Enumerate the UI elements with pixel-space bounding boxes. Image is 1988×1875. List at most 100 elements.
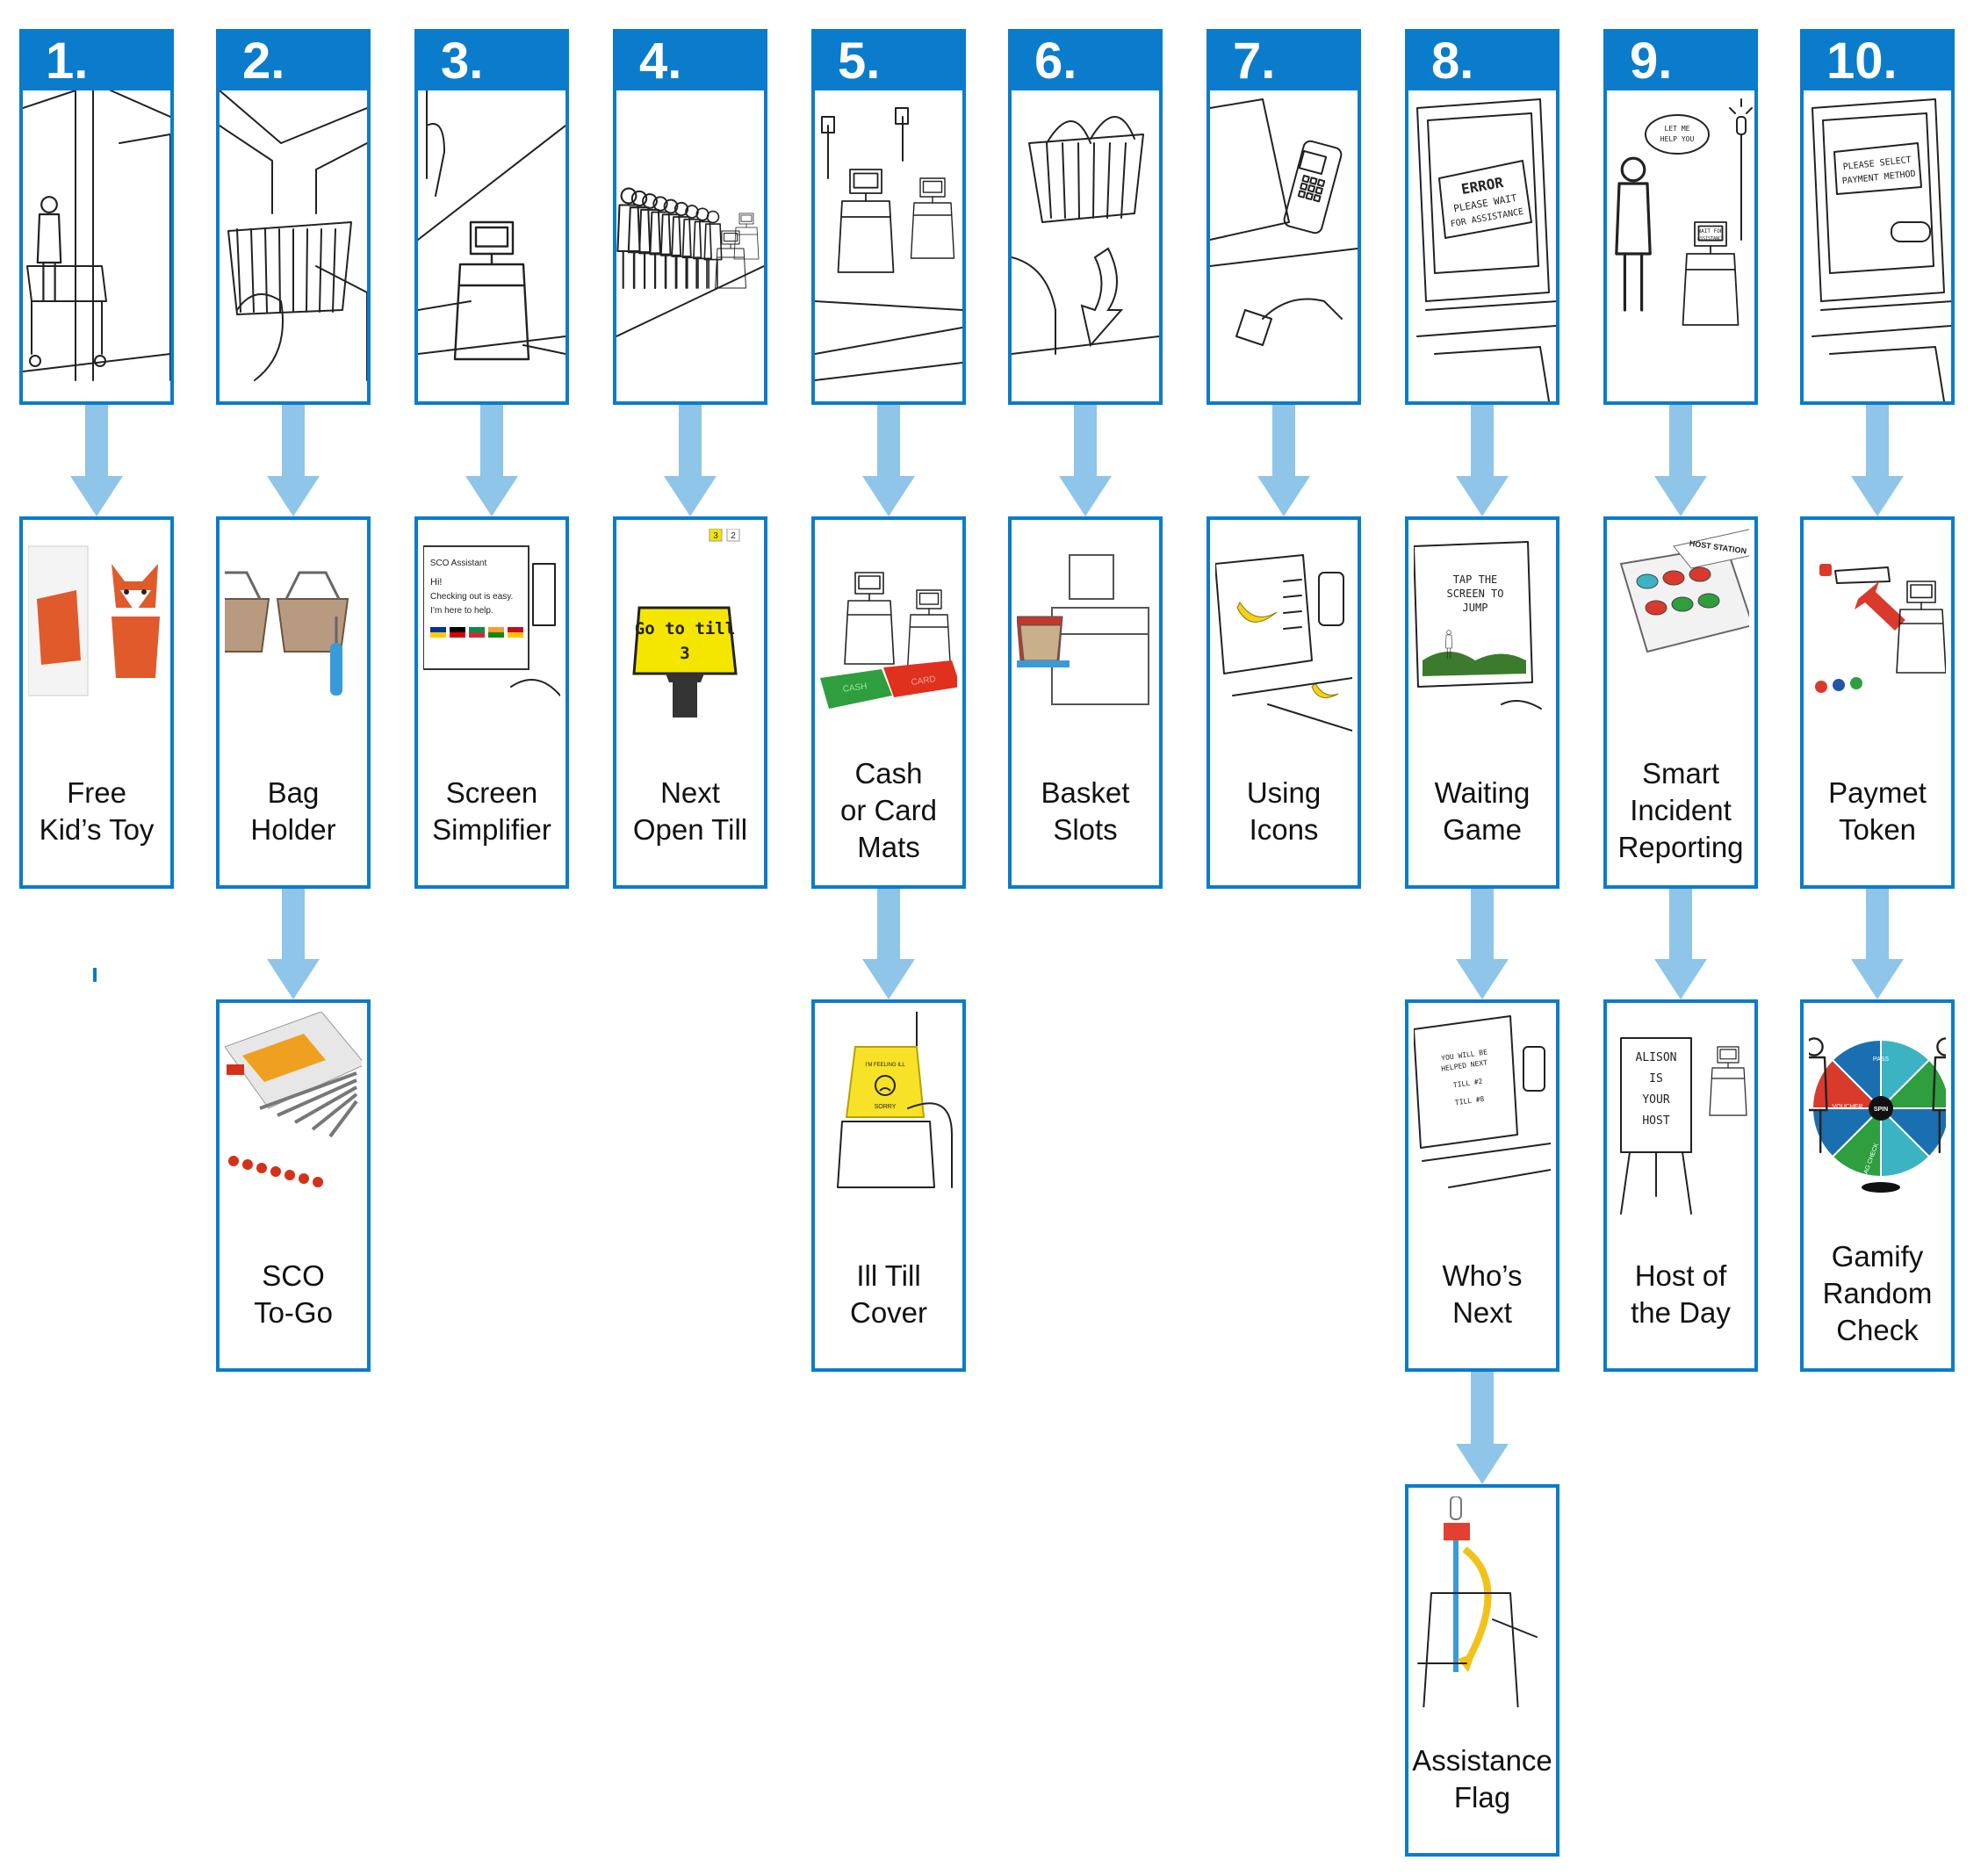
step-number: 10. bbox=[1826, 32, 1898, 90]
easel-text: ALISON bbox=[1636, 1051, 1677, 1064]
flow-arrow bbox=[1456, 405, 1509, 516]
step-number: 5. bbox=[838, 32, 881, 90]
basket-sketch bbox=[1012, 116, 1159, 355]
screen-text: Hi! bbox=[430, 577, 442, 588]
game-text: TAP THE bbox=[1453, 573, 1498, 586]
idea-card: Paymet Token bbox=[1800, 516, 1955, 889]
idea-card: Assistance Flag bbox=[1405, 1484, 1559, 1857]
screen-text: WAIT FOR bbox=[1698, 228, 1724, 234]
flow-arrow bbox=[1851, 889, 1904, 999]
step-number: 7. bbox=[1233, 32, 1276, 90]
card-reader-sketch bbox=[1210, 98, 1358, 346]
step-number: 3. bbox=[441, 32, 484, 90]
idea-label: Who’s Next bbox=[1442, 1259, 1523, 1329]
idea-label: Gamify Random Check bbox=[1822, 1240, 1933, 1346]
host-station-buttons-icon: HOST STATION bbox=[1619, 529, 1749, 653]
step-number: 4. bbox=[639, 32, 682, 90]
step-card: 9. LET ME HELP YOU WAIT FOR ASSISTANCE bbox=[1603, 29, 1758, 405]
step-number: 6. bbox=[1034, 32, 1077, 90]
flow-arrow bbox=[70, 405, 123, 516]
flow-arrow bbox=[1059, 405, 1112, 516]
idea-label: Screen Simplifier bbox=[432, 776, 551, 846]
step-header: 1. bbox=[23, 32, 170, 90]
idea-label: Basket Slots bbox=[1041, 776, 1130, 846]
wheel-center-text: SPIN bbox=[1874, 1107, 1888, 1113]
idea-card: Using Icons bbox=[1206, 516, 1361, 889]
easel-text: YOUR bbox=[1642, 1093, 1669, 1107]
idea-label: Free Kid’s Toy bbox=[39, 776, 155, 846]
screen-text: ASSISTANCE bbox=[1697, 236, 1724, 242]
game-text: SCREEN TO bbox=[1446, 588, 1503, 600]
wheel-text: PASS bbox=[1873, 1056, 1889, 1063]
mat-text: CASH bbox=[842, 681, 868, 695]
step-number: 9. bbox=[1630, 32, 1673, 90]
idea-label: Next Open Till bbox=[632, 776, 748, 846]
idea-label: Assistance Flag bbox=[1412, 1744, 1552, 1814]
flow-arrow bbox=[862, 889, 915, 999]
flow-arrow bbox=[664, 405, 717, 516]
sign-text: 3 bbox=[680, 644, 689, 663]
error-text: ERROR bbox=[1460, 174, 1505, 198]
step-card: 6. bbox=[1008, 29, 1163, 405]
game-text: JUMP bbox=[1463, 602, 1488, 614]
screen-text: TILL #2 bbox=[1452, 1078, 1483, 1090]
step-number: 8. bbox=[1431, 32, 1474, 90]
queue-sketch bbox=[616, 187, 764, 337]
jump-game-screen-icon: TAP THE SCREEN TO JUMP bbox=[1414, 541, 1542, 710]
step-card: 1. bbox=[19, 29, 174, 405]
till-badge: 3 bbox=[713, 531, 718, 541]
flow-arrow bbox=[1654, 889, 1707, 999]
flow-arrow bbox=[1456, 889, 1509, 999]
step-header: 2. bbox=[220, 32, 367, 90]
idea-label: Paymet Token bbox=[1828, 776, 1927, 846]
wheel-text: VOUCHER bbox=[1832, 1104, 1862, 1110]
bubble-text: LET ME bbox=[1665, 125, 1690, 133]
wheel-segment bbox=[1878, 1058, 1946, 1109]
step-number: 1. bbox=[46, 32, 89, 90]
stray-tick-mark bbox=[93, 968, 97, 982]
helper-arrives-sketch: LET ME HELP YOU WAIT FOR ASSISTANCE bbox=[1615, 98, 1753, 326]
basket-slot-icon bbox=[1017, 554, 1149, 705]
flow-arrow bbox=[1851, 405, 1904, 516]
flow-arrow bbox=[862, 405, 915, 516]
step-card: 4. bbox=[613, 29, 767, 405]
idea-card: Bag Holder bbox=[216, 516, 371, 889]
wheel-segment bbox=[1831, 1106, 1882, 1179]
flow-arrow bbox=[1654, 405, 1707, 516]
assistance-flag-icon bbox=[1417, 1496, 1538, 1707]
sign-text: Go to till bbox=[635, 619, 735, 638]
screen-text: PAYMENT METHOD bbox=[1841, 169, 1916, 187]
step-number: 2. bbox=[242, 32, 285, 90]
flow-arrow bbox=[1257, 405, 1310, 516]
screen-text: Checking out is easy. bbox=[430, 592, 513, 602]
wheel-segment bbox=[1880, 1038, 1931, 1111]
screen-text: TILL #8 bbox=[1454, 1095, 1485, 1107]
step-header: 3. bbox=[418, 32, 565, 90]
step-card: 2. bbox=[216, 29, 371, 405]
cover-text: I’M FEELING ILL bbox=[865, 1063, 905, 1068]
step-card: 3. bbox=[414, 29, 569, 405]
banana-icon-screen bbox=[1215, 554, 1352, 732]
idea-card: Basket Slots bbox=[1008, 516, 1163, 889]
easel-text: IS bbox=[1649, 1072, 1663, 1085]
bubble-text: HELP YOU bbox=[1660, 135, 1695, 143]
idea-label: Bag Holder bbox=[250, 776, 336, 846]
flow-arrow bbox=[465, 405, 518, 516]
fox-toy-icon bbox=[28, 545, 160, 696]
step-header: 10. bbox=[1804, 32, 1951, 90]
wheel-segment bbox=[1831, 1038, 1882, 1111]
cover-text: SORRY bbox=[875, 1104, 897, 1110]
